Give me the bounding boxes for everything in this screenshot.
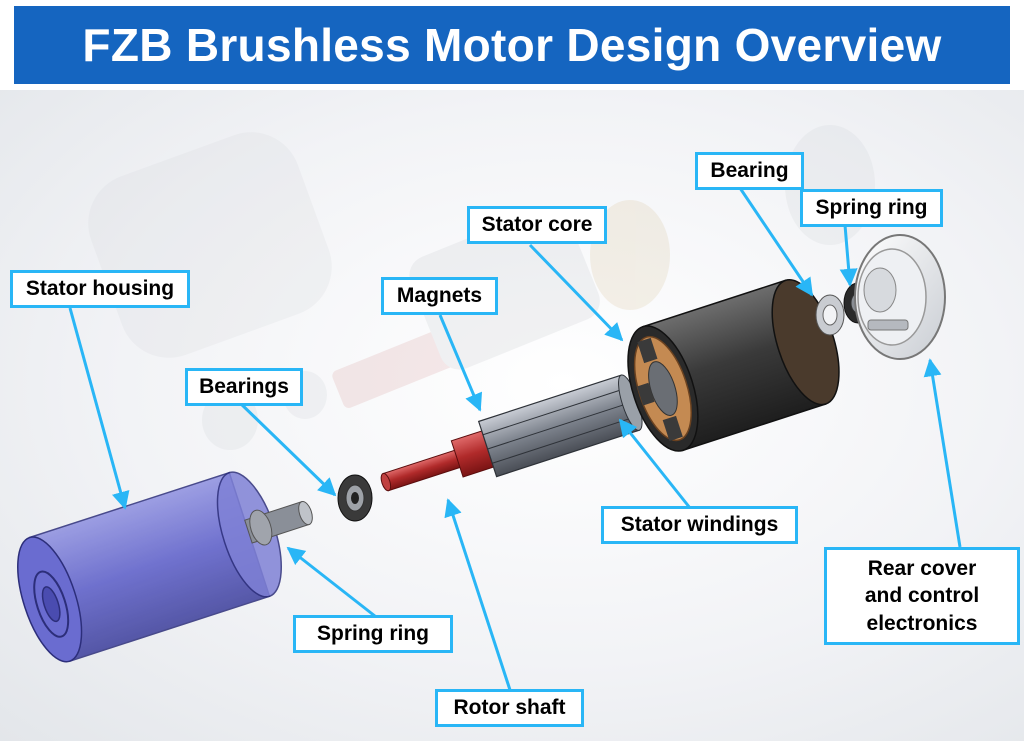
label-rear-cover: Rear cover and control electronics xyxy=(824,547,1020,645)
label-rear-cover-line-1: Rear cover xyxy=(867,557,977,581)
label-rear-cover-line-3: electronics xyxy=(866,611,978,635)
arrow-spring-ring-rear xyxy=(839,224,858,287)
arrow-rear-cover xyxy=(923,358,962,548)
arrow-stator-housing xyxy=(68,307,130,510)
arrow-stator-windings xyxy=(618,418,692,509)
stator-housing-part xyxy=(17,471,313,663)
diagram-title: FZB Brushless Motor Design Overview xyxy=(82,19,942,71)
label-rotor-shaft: Rotor shaft xyxy=(435,689,584,727)
arrow-rotor-shaft xyxy=(444,498,512,691)
label-bearings: Bearings xyxy=(185,368,303,406)
label-stator-housing: Stator housing xyxy=(10,270,190,308)
label-magnets: Magnets xyxy=(381,277,498,315)
arrow-bearings xyxy=(236,399,337,497)
arrow-bearing-rear xyxy=(738,187,814,297)
label-rear-cover-line-2: and control xyxy=(864,584,980,608)
front-bearing-part xyxy=(337,474,373,522)
label-spring-ring-front: Spring ring xyxy=(293,615,453,653)
label-bearing-rear: Bearing xyxy=(695,152,804,190)
label-stator-windings: Stator windings xyxy=(601,506,798,544)
title-bar: FZB Brushless Motor Design Overview xyxy=(14,6,1010,84)
arrow-magnets xyxy=(438,314,483,412)
label-stator-core: Stator core xyxy=(467,206,607,244)
callout-arrows xyxy=(68,187,962,691)
rotor-assembly-part xyxy=(380,374,675,492)
arrow-stator-core xyxy=(528,243,624,342)
rear-cover-part xyxy=(854,234,946,360)
arrow-spring-ring-front xyxy=(286,546,381,622)
label-spring-ring-rear: Spring ring xyxy=(800,189,943,227)
